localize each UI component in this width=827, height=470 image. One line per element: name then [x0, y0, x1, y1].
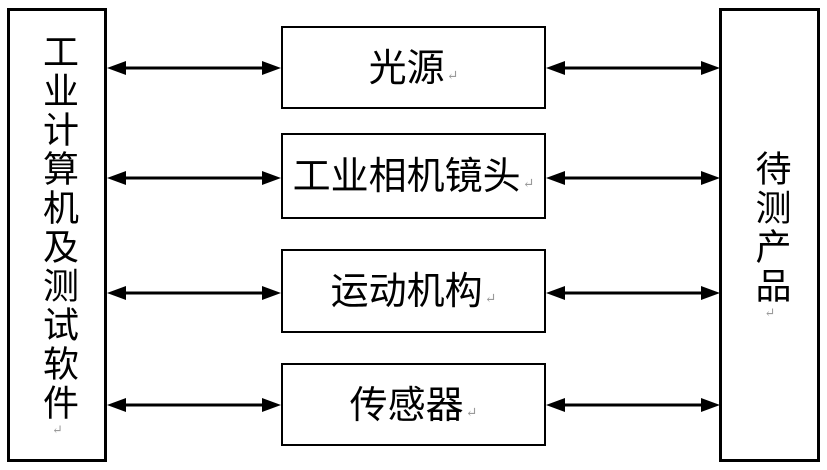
node-industrial-camera-lens: 工业相机镜头↵ — [281, 133, 546, 219]
node-label: 光源 — [368, 45, 445, 90]
horizontal-label-wrapper: 工业相机镜头↵ — [293, 157, 535, 195]
line-break-mark-icon: ↵ — [522, 176, 535, 192]
vertical-label-wrapper: 工业计算机及测试软件↵ — [37, 32, 78, 438]
arrowhead-right-icon — [262, 398, 281, 412]
node-product-under-test: 待测产品↵ — [719, 8, 820, 462]
arrowhead-right-icon — [262, 286, 281, 300]
arrowhead-right-icon — [701, 286, 720, 300]
node-label: 传感器 — [349, 382, 464, 427]
node-label: 待测产品 — [749, 149, 791, 306]
node-industrial-computer-and-test-software: 工业计算机及测试软件↵ — [7, 8, 107, 462]
arrowhead-right-icon — [262, 61, 281, 75]
vertical-label-wrapper: 待测产品↵ — [749, 149, 791, 321]
paragraph-mark-icon: ↵ — [50, 422, 65, 438]
paragraph-mark-icon: ↵ — [762, 305, 778, 321]
arrow-light-source-to-product — [546, 61, 720, 75]
arrow-sensor-to-product — [546, 398, 720, 412]
arrowhead-right-icon — [701, 398, 720, 412]
arrowhead-left-icon — [107, 171, 126, 185]
node-label: 工业相机镜头 — [292, 154, 521, 198]
horizontal-label-wrapper: 光源↵ — [369, 49, 459, 87]
arrowhead-left-icon — [107, 398, 126, 412]
arrow-computer-to-camera-lens — [107, 171, 281, 185]
line-break-mark-icon: ↵ — [446, 67, 459, 84]
arrow-camera-lens-to-product — [546, 171, 720, 185]
arrowhead-left-icon — [546, 171, 565, 185]
node-light-source: 光源↵ — [281, 26, 546, 109]
arrowhead-left-icon — [546, 286, 565, 300]
arrowhead-left-icon — [107, 61, 126, 75]
arrow-computer-to-light-source — [107, 61, 281, 75]
arrow-motion-mechanism-to-product — [546, 286, 720, 300]
node-sensor: 传感器↵ — [281, 363, 546, 446]
arrowhead-left-icon — [107, 286, 126, 300]
arrowhead-left-icon — [546, 61, 565, 75]
line-break-mark-icon: ↵ — [465, 404, 478, 421]
horizontal-label-wrapper: 传感器↵ — [350, 386, 478, 424]
node-motion-mechanism: 运动机构↵ — [281, 249, 546, 333]
node-label: 运动机构 — [330, 269, 483, 313]
arrowhead-right-icon — [262, 171, 281, 185]
horizontal-label-wrapper: 运动机构↵ — [331, 272, 497, 310]
arrowhead-right-icon — [701, 61, 720, 75]
line-break-mark-icon: ↵ — [484, 291, 497, 307]
arrowhead-left-icon — [546, 398, 565, 412]
node-label: 工业计算机及测试软件 — [37, 32, 78, 423]
arrow-computer-to-motion-mechanism — [107, 286, 281, 300]
arrowhead-right-icon — [701, 171, 720, 185]
arrow-computer-to-sensor — [107, 398, 281, 412]
